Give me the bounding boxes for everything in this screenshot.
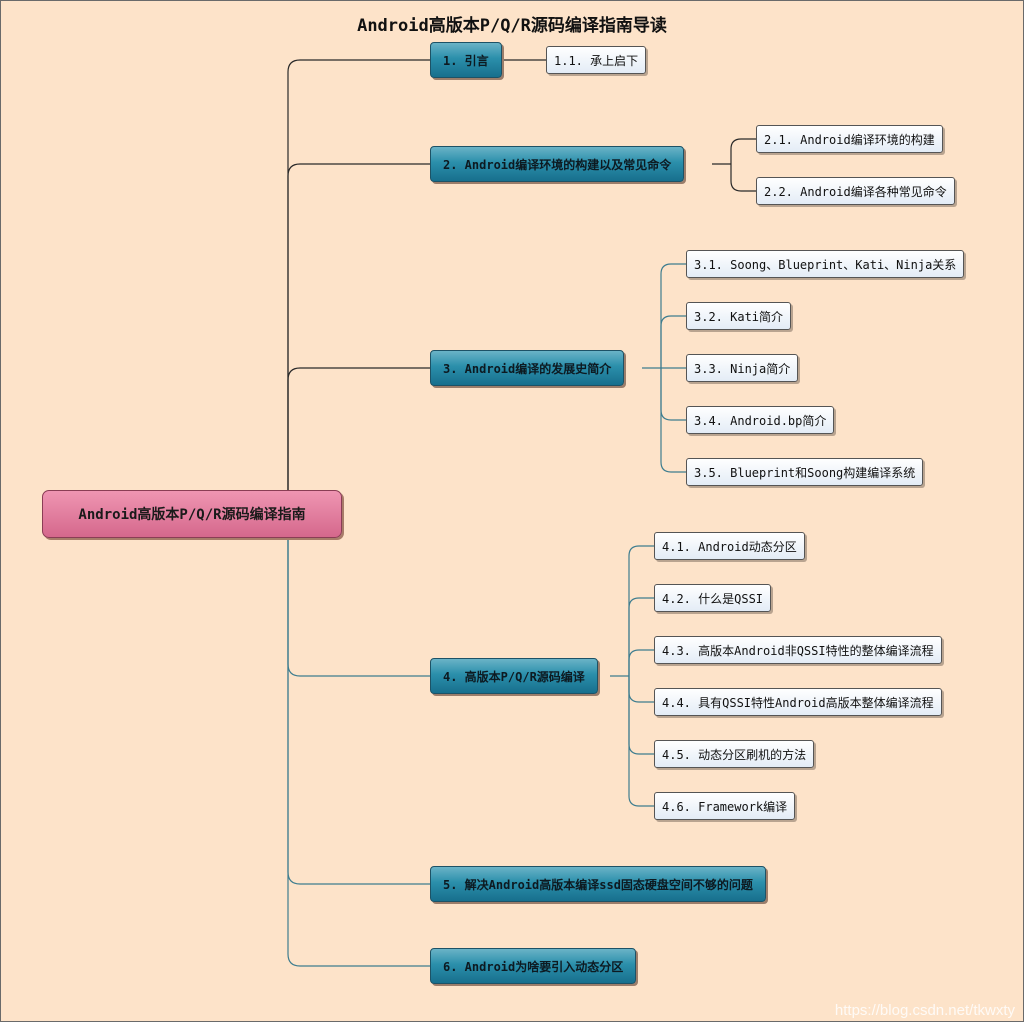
subtopic-4-1[interactable]: 4.1. Android动态分区: [654, 532, 805, 560]
root-node[interactable]: Android高版本P/Q/R源码编译指南: [42, 490, 342, 538]
subtopic-2-1[interactable]: 2.1. Android编译环境的构建: [756, 125, 943, 153]
subtopic-4-5[interactable]: 4.5. 动态分区刷机的方法: [654, 740, 815, 768]
subtopic-4-3[interactable]: 4.3. 高版本Android非QSSI特性的整体编译流程: [654, 636, 942, 664]
topic-1-intro[interactable]: 1. 引言: [430, 42, 502, 78]
subtopic-2-2[interactable]: 2.2. Android编译各种常见命令: [756, 177, 955, 205]
subtopic-3-1[interactable]: 3.1. Soong、Blueprint、Kati、Ninja关系: [686, 250, 965, 278]
subtopic-3-3[interactable]: 3.3. Ninja简介: [686, 354, 799, 382]
topic-4-source-build[interactable]: 4. 高版本P/Q/R源码编译: [430, 658, 598, 694]
page-title: Android高版本P/Q/R源码编译指南导读: [357, 16, 667, 36]
subtopic-4-6[interactable]: 4.6. Framework编译: [654, 792, 796, 820]
subtopic-4-2[interactable]: 4.2. 什么是QSSI: [654, 584, 772, 612]
subtopic-3-5[interactable]: 3.5. Blueprint和Soong构建编译系统: [686, 458, 924, 486]
topic-5-ssd-space-issue[interactable]: 5. 解决Android高版本编译ssd固态硬盘空间不够的问题: [430, 866, 766, 902]
subtopic-3-4[interactable]: 3.4. Android.bp简介: [686, 406, 835, 434]
topic-2-build-environment[interactable]: 2. Android编译环境的构建以及常见命令: [430, 146, 685, 182]
subtopic-3-2[interactable]: 3.2. Kati简介: [686, 302, 792, 330]
subtopic-4-4[interactable]: 4.4. 具有QSSI特性Android高版本整体编译流程: [654, 688, 942, 716]
subtopic-1-1[interactable]: 1.1. 承上启下: [546, 46, 647, 74]
topic-3-build-history[interactable]: 3. Android编译的发展史简介: [430, 350, 625, 386]
topic-6-dynamic-partition[interactable]: 6. Android为啥要引入动态分区: [430, 948, 637, 984]
watermark: https://blog.csdn.net/tkwxty: [834, 1002, 1015, 1019]
